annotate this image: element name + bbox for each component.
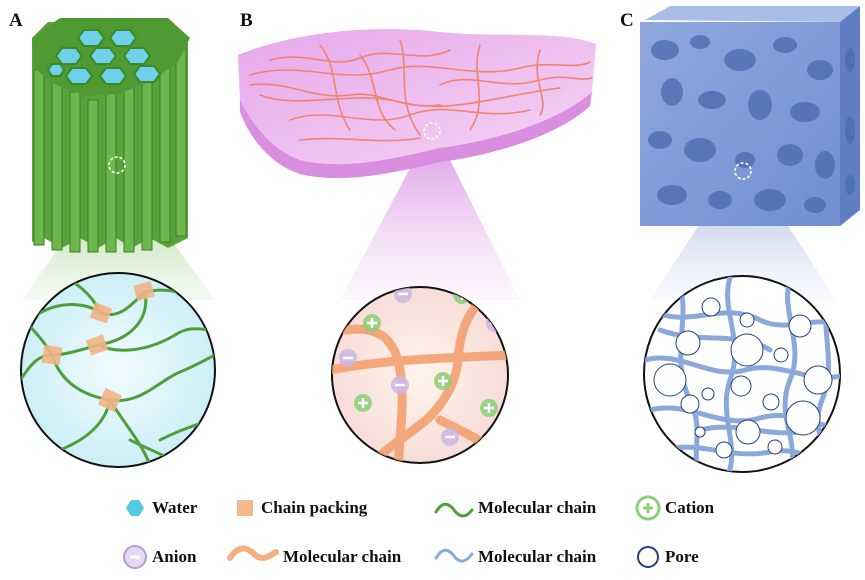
legend-label-chain-packing: Chain packing (261, 498, 368, 517)
legend-label-molecular-chain-blue: Molecular chain (478, 547, 597, 566)
panel-c-zoom-cone (650, 170, 836, 300)
chain-packing-squares (41, 280, 155, 412)
panel-c-network (644, 276, 840, 472)
water-hexagons (46, 29, 162, 85)
hydrogel-sheet-edge (240, 92, 592, 179)
panel-a-illustration (20, 18, 216, 468)
green-wavy-chain-icon (434, 502, 474, 518)
legend-icons (123, 495, 661, 569)
panel-a-magnified-circle (20, 272, 216, 468)
panel-label-b: B (240, 10, 253, 31)
panel-label-c: C (620, 10, 634, 31)
blue-wavy-chain-icon (434, 548, 474, 563)
panel-b-illustration (238, 29, 596, 464)
panel-c-focus-marker (734, 162, 752, 180)
anion-minus-icon (123, 545, 147, 569)
panel-b-network (332, 287, 508, 463)
legend-label-cation: Cation (665, 498, 715, 517)
pores (653, 297, 833, 459)
cube-top-face (645, 6, 860, 22)
legend-label-molecular-chain-green: Molecular chain (478, 498, 597, 517)
orange-wavy-chain-icon (227, 545, 279, 561)
legend-label-water: Water (152, 498, 198, 517)
panel-a-network (21, 273, 215, 467)
cube-pores (648, 35, 855, 213)
cation-plus-icon (635, 495, 661, 521)
panel-b-magnified-circle (331, 286, 509, 464)
sheet-chains (249, 39, 593, 142)
hydrogel-sheet (238, 29, 596, 165)
panel-c-illustration (640, 6, 860, 473)
panel-label-a: A (9, 10, 23, 31)
water-hexagon-icon (126, 500, 144, 516)
legend-label-pore: Pore (665, 547, 699, 566)
legend-label-molecular-chain-orange: Molecular chain (283, 547, 402, 566)
legend-label-anion: Anion (152, 547, 197, 566)
panel-b-focus-marker (423, 122, 441, 140)
pore-circle-icon (637, 546, 659, 568)
panel-b-zoom-cone (340, 140, 520, 300)
anion-markers (339, 287, 504, 446)
panel-a-focus-marker (108, 156, 126, 174)
chain-packing-square-icon (237, 500, 253, 516)
